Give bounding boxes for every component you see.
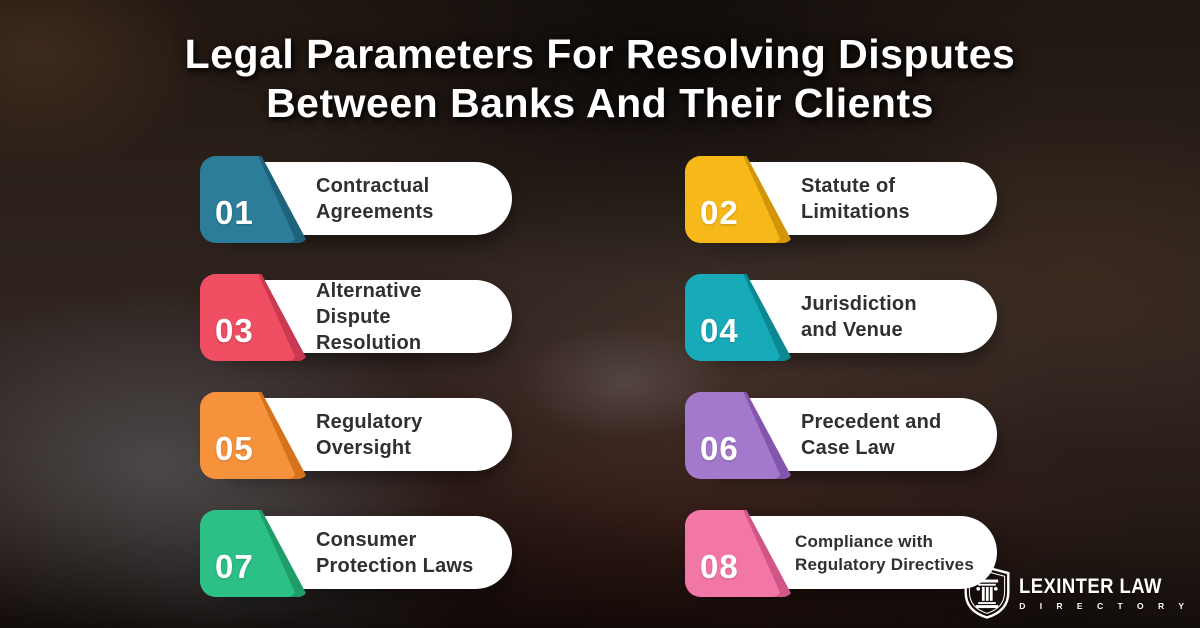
card-label: Regulatory Oversight bbox=[316, 410, 423, 459]
card-number: 08 bbox=[700, 548, 739, 585]
card-label: Alternative Dispute Resolution bbox=[316, 279, 422, 354]
card-consumer-protection-laws: Consumer Protection Laws 07 bbox=[200, 510, 512, 597]
card-precedent-and-case-law: Precedent and Case Law 06 bbox=[685, 392, 997, 479]
number-tab: 02 bbox=[685, 156, 793, 243]
page-title: Legal Parameters For Resolving Disputes … bbox=[0, 30, 1200, 128]
number-tab: 06 bbox=[685, 392, 793, 479]
pillar-shield-icon bbox=[962, 565, 1012, 620]
card-label: Compliance with Regulatory Directives bbox=[795, 531, 974, 574]
card-label: Statute of Limitations bbox=[801, 174, 910, 223]
number-tab: 08 bbox=[685, 510, 793, 597]
card-label: Consumer Protection Laws bbox=[316, 528, 474, 577]
card-contractual-agreements: Contractual Agreements 01 bbox=[200, 156, 512, 243]
title-line-2: Between Banks And Their Clients bbox=[266, 80, 934, 126]
card-label: Jurisdiction and Venue bbox=[801, 292, 917, 341]
card-number: 05 bbox=[215, 430, 254, 467]
number-tab: 04 bbox=[685, 274, 793, 361]
card-number: 02 bbox=[700, 194, 739, 231]
card-regulatory-oversight: Regulatory Oversight 05 bbox=[200, 392, 512, 479]
number-tab: 03 bbox=[200, 274, 308, 361]
lexinter-law-logo: LEXINTER LAW D I R E C T O R Y bbox=[962, 565, 1190, 620]
logo-subtitle: D I R E C T O R Y bbox=[1019, 600, 1190, 611]
card-label: Precedent and Case Law bbox=[801, 410, 942, 459]
number-tab: 05 bbox=[200, 392, 308, 479]
card-compliance-with-regulatory-directives: Compliance with Regulatory Directives 08 bbox=[685, 510, 997, 597]
card-number: 06 bbox=[700, 430, 739, 467]
number-tab: 07 bbox=[200, 510, 308, 597]
card-number: 03 bbox=[215, 312, 254, 349]
logo-text: LEXINTER LAW D I R E C T O R Y bbox=[1019, 575, 1190, 611]
card-number: 07 bbox=[215, 548, 254, 585]
card-label: Contractual Agreements bbox=[316, 174, 434, 223]
card-number: 04 bbox=[700, 312, 739, 349]
number-tab: 01 bbox=[200, 156, 308, 243]
logo-name: LEXINTER LAW bbox=[1019, 574, 1163, 598]
card-statute-of-limitations: Statute of Limitations 02 bbox=[685, 156, 997, 243]
card-alternative-dispute-resolution: Alternative Dispute Resolution 03 bbox=[200, 274, 512, 361]
title-line-1: Legal Parameters For Resolving Disputes bbox=[184, 31, 1016, 77]
card-number: 01 bbox=[215, 194, 254, 231]
card-jurisdiction-and-venue: Jurisdiction and Venue 04 bbox=[685, 274, 997, 361]
